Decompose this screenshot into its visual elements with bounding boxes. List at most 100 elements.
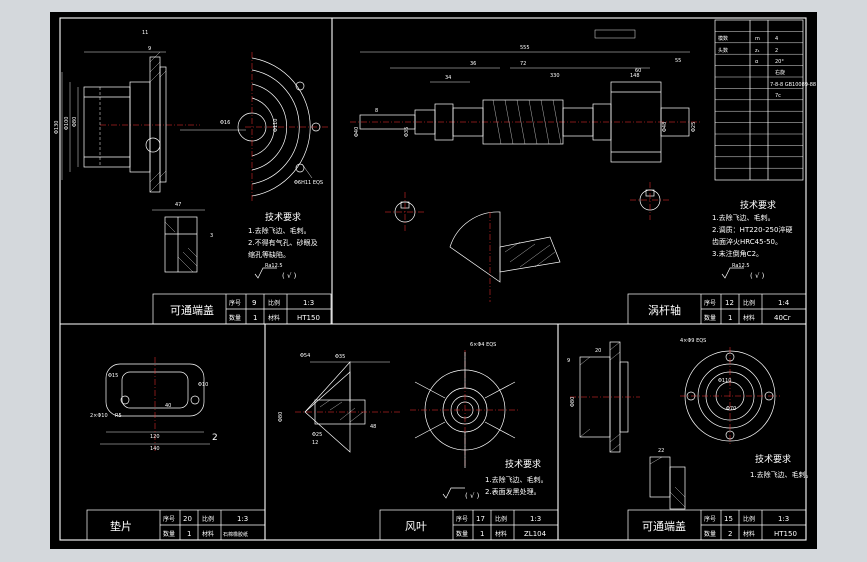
dim-phi80: Φ80: [72, 117, 78, 127]
roughness-symbol: [442, 487, 465, 499]
tb-label: 比例: [495, 515, 507, 523]
title-block-bottom-mid: 风叶 序号 17 比例 1:3 数量 1 材料 ZL104: [379, 509, 559, 541]
dim-phi130: Φ130: [54, 121, 60, 134]
dim-22: 22: [658, 448, 664, 454]
dim-phi25: Φ25: [312, 432, 322, 438]
req-line-1: 1.去除飞边、毛刺。: [248, 226, 311, 235]
worm-parameter-table: 模数 m 4 头数 z₁ 2 α 20° 右旋 7-8-8 GB10089-88…: [714, 19, 816, 181]
tb-value: 12: [725, 299, 734, 307]
dim-555: 555: [520, 45, 530, 51]
req-line-1: 1.去除飞边、毛刺。: [485, 475, 548, 484]
tb-value: 1:3: [303, 299, 314, 307]
req-line-2: 2.表面发黑处理。: [485, 487, 541, 496]
endcap-front-view: Φ16 Φ6H11 EQS Φ110: [180, 52, 330, 202]
roughness-symbol: [254, 267, 277, 279]
tb-label: 序号: [229, 299, 241, 307]
tb-title: 垫片: [110, 519, 132, 533]
req-line-1: 1.去除飞边、毛刺。: [712, 213, 775, 222]
tb-label: 数量: [456, 530, 468, 538]
tb-value: 40Cr: [774, 314, 791, 322]
title-block-bottom-right: 可通端盖 序号 15 比例 1:3 数量 2 材料 HT150: [627, 509, 807, 541]
endcap2-section-view: Φ80 9 20: [567, 341, 640, 453]
tb-label: 比例: [743, 299, 755, 307]
gasket-view: Φ15 140 120 Φ10 40 R5 2 2×Φ10: [90, 357, 218, 452]
dim-thickness: 2: [212, 433, 218, 443]
param-cell: 4: [775, 36, 778, 42]
dim-9: 9: [148, 46, 151, 52]
tb-label: 数量: [704, 530, 716, 538]
req-line-3: 缩孔等缺陷。: [248, 250, 290, 259]
worm-tooth-section: [449, 211, 561, 302]
tb-label: 序号: [704, 299, 716, 307]
dim-36: 36: [470, 61, 476, 67]
endcap2-front-view: 4×Φ9 EQS Φ110 Φ70: [680, 338, 780, 446]
endcap-detail-view: 47 3: [152, 202, 213, 273]
param-cell: α: [755, 59, 759, 65]
req-title-top-right: 技术要求: [740, 199, 776, 211]
drawing-bottom-mid: Φ54 Φ35 Φ80 Φ25 48 12 6×Φ4 EQS 技术要求: [278, 342, 559, 541]
param-cell: z₁: [755, 48, 760, 54]
dim-phi110: Φ110: [718, 378, 731, 384]
tb-title: 涡杆轴: [648, 303, 681, 317]
dim-phi54: Φ54: [300, 353, 310, 359]
tb-label: 序号: [163, 515, 175, 523]
drawing-sheet: Φ130 Φ80 Φ100 11 9 Φ16 Φ6H11 EQS Φ110: [50, 12, 817, 549]
req-line-1: 1.去除飞边、毛刺。: [750, 470, 813, 479]
param-cell: 头数: [718, 47, 728, 54]
drawing-bottom-left: Φ15 140 120 Φ10 40 R5 2 2×Φ10 垫片 序号 20 比…: [86, 357, 266, 541]
dim-hole-eqs: Φ6H11 EQS: [294, 180, 323, 186]
tb-value: 20: [183, 515, 192, 523]
tb-value: 1:4: [778, 299, 790, 307]
tb-value: 15: [724, 515, 733, 523]
roughness-note: ( √ ): [465, 492, 480, 500]
param-cell: 20°: [775, 59, 784, 65]
tb-label: 比例: [202, 515, 214, 523]
dim-phi100: Φ100: [64, 117, 70, 130]
dim-12: 12: [312, 440, 318, 446]
req-line-4: 3.未注倒角C2。: [712, 249, 763, 258]
title-block-top-left: 可通端盖 序号 9 比例 1:3 数量 1 材料 HT150: [152, 293, 332, 325]
req-line-2: 2.不得有气孔、砂眼及: [248, 238, 318, 247]
roughness-note: ( √ ): [282, 272, 297, 280]
tb-label: 数量: [163, 530, 175, 538]
dim-hole-eqs: 4×Φ9 EQS: [680, 338, 706, 344]
tb-value: 1:3: [237, 515, 248, 523]
dim-20: 20: [595, 348, 601, 354]
roughness-symbol: [721, 267, 744, 279]
endcap2-detail-view: 22: [649, 448, 686, 510]
tb-label: 材料: [495, 530, 507, 538]
tb-value: 1:3: [778, 515, 789, 523]
endcap-section-view: Φ130 Φ80 Φ100 11 9: [54, 30, 200, 193]
tb-label: 材料: [743, 530, 755, 538]
drawing-canvas: Φ130 Φ80 Φ100 11 9 Φ16 Φ6H11 EQS Φ110: [54, 17, 816, 541]
tb-title: 可通端盖: [642, 519, 686, 533]
dim-phi16: Φ16: [220, 120, 230, 126]
dim-phi110: Φ110: [273, 119, 279, 132]
param-cell: 2: [775, 48, 778, 54]
dim-2xphi10: 2×Φ10: [90, 413, 108, 419]
param-cell: m: [755, 36, 760, 42]
drawing-top-right: 555 36 72 330 148 34 55 8 60 Φ40 Φ35 Φ48…: [350, 19, 816, 325]
dim-9: 9: [567, 358, 570, 364]
tb-value: 石棉橡胶纸: [223, 531, 248, 538]
roughness-value: Ra12.5: [732, 263, 750, 269]
tb-label: 材料: [202, 530, 214, 538]
tb-value: 1: [253, 314, 257, 322]
dim-148: 148: [630, 73, 640, 79]
dim-phi35: Φ35: [404, 127, 410, 137]
tb-value: 1: [480, 530, 484, 538]
dim-34: 34: [445, 75, 451, 81]
dim-47: 47: [175, 202, 181, 208]
tb-value: HT150: [297, 314, 320, 322]
req-title-bottom-mid: 技术要求: [505, 458, 541, 470]
roughness-note: ( √ ): [750, 272, 765, 280]
drawing-top-left: Φ130 Φ80 Φ100 11 9 Φ16 Φ6H11 EQS Φ110: [54, 30, 332, 325]
dim-r5: R5: [115, 413, 122, 419]
shaft-section-b: [630, 182, 670, 220]
dim-3: 3: [210, 233, 213, 239]
dim-phi10: Φ10: [198, 382, 208, 388]
dim-phi25: Φ25: [691, 122, 697, 132]
dim-phi40: Φ40: [354, 127, 360, 137]
param-cell: 7-8-8 GB10089-88: [770, 82, 816, 88]
